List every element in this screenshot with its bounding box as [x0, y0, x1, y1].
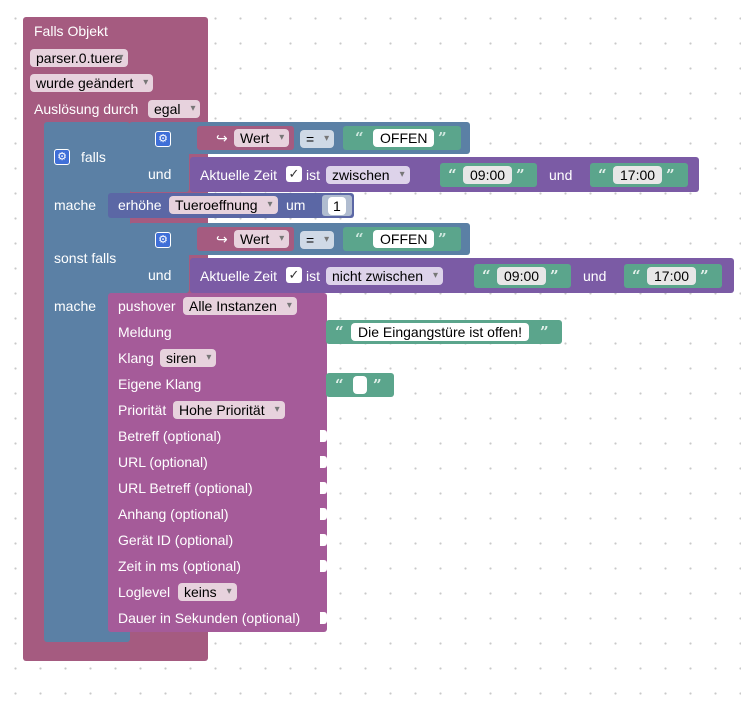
quote-close-icon: ”: [540, 323, 549, 341]
pushover-instance-dropdown[interactable]: Alle Instanzen: [183, 297, 297, 315]
custom-sound-label: Eigene Klang: [118, 376, 202, 392]
input-notch: [320, 482, 327, 494]
gear-icon[interactable]: ⚙: [155, 131, 171, 147]
time-from-field[interactable]: 09:00: [497, 267, 547, 285]
do2-label: mache: [54, 298, 97, 314]
sound-label: Klang: [118, 350, 154, 366]
device-id-label: Gerät ID (optional): [118, 532, 234, 548]
time-mode-dropdown[interactable]: zwischen: [326, 166, 410, 184]
duration-label: Dauer in Sekunden (optional): [118, 610, 301, 626]
quote-open-icon: “: [482, 267, 491, 285]
and-label: und: [549, 167, 573, 183]
time-to-field[interactable]: 17:00: [613, 166, 663, 184]
message-text-block[interactable]: “ Die Eingangstüre ist offen! ”: [326, 320, 562, 344]
do-label: mache: [54, 197, 97, 213]
quote-open-icon: “: [632, 267, 641, 285]
message-label: Meldung: [118, 324, 172, 340]
loglevel-label: Loglevel: [118, 584, 171, 600]
quote-open-icon: “: [598, 166, 607, 184]
increment-by-label: um: [286, 197, 306, 213]
increment-block[interactable]: erhöhe Tueroeffnung um: [108, 193, 354, 218]
and-label: und: [148, 166, 172, 182]
trigger-title: Falls Objekt: [34, 23, 108, 39]
input-notch: [320, 456, 327, 468]
text-value[interactable]: OFFEN: [373, 230, 435, 248]
variable-block-1[interactable]: ↪ Wert: [197, 126, 294, 150]
time-from-field[interactable]: 09:00: [463, 166, 513, 184]
trigger-by-label: Auslösung durch: [34, 101, 139, 117]
increment-amount-field[interactable]: 1: [328, 197, 346, 215]
elseif-label: sonst falls: [54, 250, 117, 266]
text-value[interactable]: OFFEN: [373, 129, 435, 147]
increment-amount-block[interactable]: 1: [322, 195, 352, 216]
trigger-by-dropdown[interactable]: egal: [148, 100, 201, 118]
priority-dropdown[interactable]: Hohe Priorität: [173, 401, 285, 419]
input-notch: [320, 560, 327, 572]
quote-close-icon: ”: [438, 230, 447, 248]
quote-open-icon: “: [335, 376, 344, 394]
variable-block-2[interactable]: ↪ Wert: [197, 227, 294, 251]
message-field[interactable]: Die Eingangstüre ist offen!: [351, 323, 529, 341]
input-notch: [320, 534, 327, 546]
and-label: und: [148, 267, 172, 283]
to-text-block-1[interactable]: “ 17:00 ”: [590, 163, 688, 187]
pushover-block[interactable]: pushover Alle Instanzen Meldung Klang si…: [108, 293, 327, 632]
variable-dropdown[interactable]: Wert: [234, 230, 290, 248]
time-label: Aktuelle Zeit: [200, 268, 278, 284]
time-label: Aktuelle Zeit: [200, 167, 278, 183]
custom-sound-text-block[interactable]: “ ”: [326, 373, 394, 397]
and-label: und: [583, 268, 607, 284]
from-text-block-2[interactable]: “ 09:00 ”: [474, 264, 571, 288]
quote-open-icon: “: [355, 230, 364, 248]
quote-close-icon: ”: [438, 129, 447, 147]
url-subject-label: URL Betreff (optional): [118, 480, 253, 496]
if-label: falls: [81, 149, 106, 165]
input-notch: [320, 508, 327, 520]
increment-variable-dropdown[interactable]: Tueroeffnung: [169, 196, 278, 214]
quote-open-icon: “: [335, 323, 344, 341]
variable-arrow-icon: ↪: [216, 231, 228, 247]
ist-label: ist: [306, 268, 320, 284]
to-text-block-2[interactable]: “ 17:00 ”: [624, 264, 722, 288]
from-text-block-1[interactable]: “ 09:00 ”: [440, 163, 537, 187]
sound-dropdown[interactable]: siren: [160, 349, 217, 367]
time-mode-dropdown[interactable]: nicht zwischen: [326, 267, 444, 285]
pushover-title: pushover: [118, 298, 176, 314]
variable-dropdown[interactable]: Wert: [234, 129, 290, 147]
url-label: URL (optional): [118, 454, 208, 470]
object-id-field[interactable]: parser.0.tuere: [30, 49, 129, 67]
priority-label: Priorität: [118, 402, 167, 418]
text-block-2[interactable]: “ OFFEN ”: [343, 227, 461, 251]
quote-close-icon: ”: [666, 166, 675, 184]
quote-close-icon: ”: [516, 166, 525, 184]
input-notch: [320, 612, 327, 624]
subject-label: Betreff (optional): [118, 428, 222, 444]
loglevel-dropdown[interactable]: keins: [178, 583, 237, 601]
ist-label: ist: [306, 167, 320, 183]
operator-dropdown[interactable]: =: [300, 130, 335, 148]
quote-open-icon: “: [448, 166, 457, 184]
quote-close-icon: ”: [550, 267, 559, 285]
gear-icon[interactable]: ⚙: [54, 149, 70, 165]
trigger-condition-dropdown[interactable]: wurde geändert: [30, 74, 154, 92]
checkbox[interactable]: ✓: [286, 267, 302, 283]
custom-sound-field[interactable]: [353, 376, 367, 394]
operator-dropdown[interactable]: =: [300, 231, 335, 249]
quote-close-icon: ”: [700, 267, 709, 285]
increment-verb: erhöhe: [118, 197, 162, 213]
input-notch: [320, 430, 327, 442]
variable-arrow-icon: ↪: [216, 130, 228, 146]
gear-icon[interactable]: ⚙: [155, 232, 171, 248]
quote-close-icon: ”: [373, 376, 382, 394]
quote-open-icon: “: [355, 129, 364, 147]
attachment-label: Anhang (optional): [118, 506, 229, 522]
time-ms-label: Zeit in ms (optional): [118, 558, 241, 574]
time-to-field[interactable]: 17:00: [647, 267, 697, 285]
checkbox[interactable]: ✓: [286, 166, 302, 182]
text-block-1[interactable]: “ OFFEN ”: [343, 126, 461, 150]
